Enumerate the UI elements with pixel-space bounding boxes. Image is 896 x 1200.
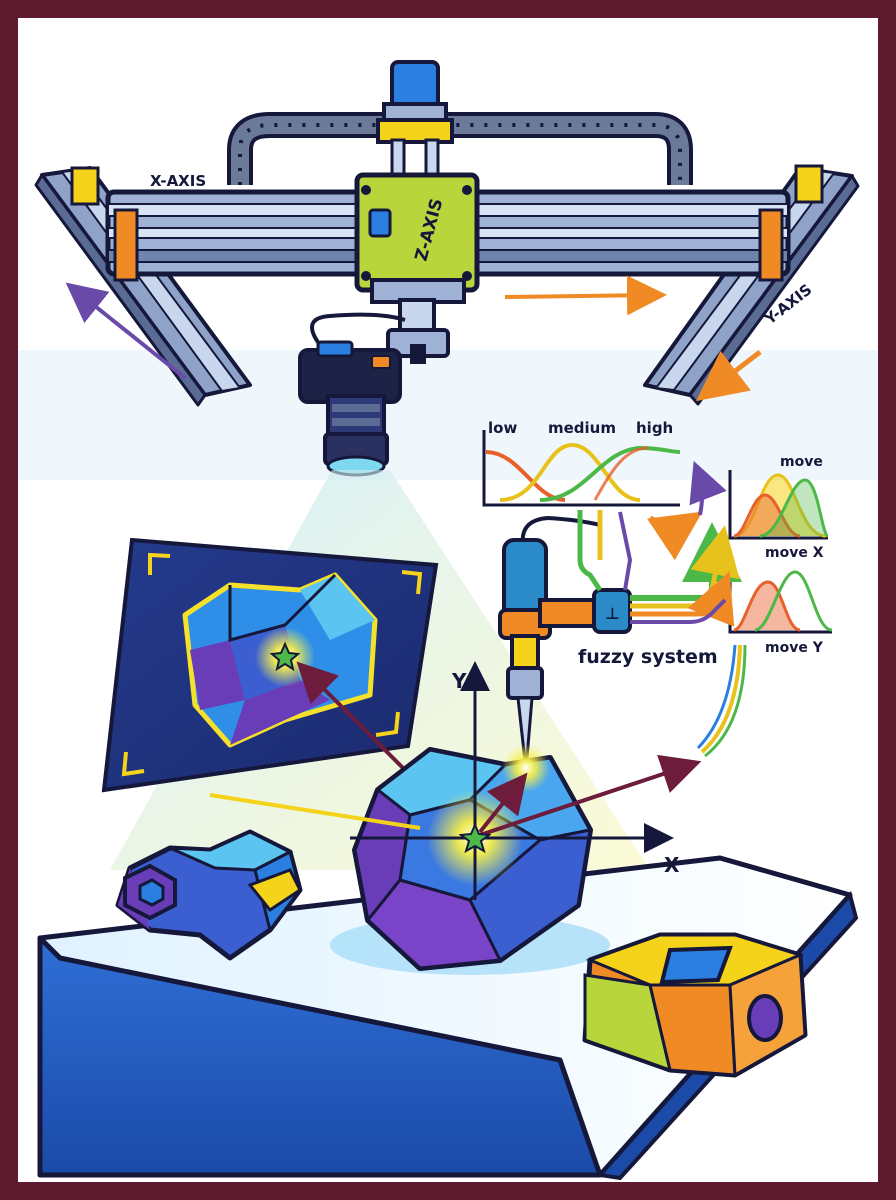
y-motion-arrow-left (65, 282, 187, 380)
set-medium-label: medium (548, 419, 616, 437)
hex-nut-object (115, 829, 303, 961)
nozzle-icon: ⊥ (498, 515, 632, 771)
left-y-rail (34, 166, 252, 407)
input-membership-chart: low medium high (482, 419, 681, 507)
set-high-label: high (636, 419, 673, 437)
y-motion-arrow-right (696, 350, 762, 402)
set-low-label: low (488, 419, 517, 437)
move-y-label: move Y (765, 640, 824, 656)
camera-icon (298, 340, 402, 477)
block-object (582, 932, 808, 1078)
captured-image-panel (101, 537, 439, 793)
membership-curve-high (539, 445, 681, 502)
coord-y-label: Y (451, 669, 467, 693)
fuzzy-signal-lines (577, 460, 747, 758)
svg-text:⊥: ⊥ (605, 604, 620, 623)
gantry (34, 60, 860, 477)
arrow-to-nozzle (478, 772, 528, 834)
move-label: move (780, 454, 823, 470)
fuzzy-system-label: fuzzy system (578, 646, 718, 668)
move-x-label: move X (765, 545, 824, 561)
star-icon (458, 822, 492, 854)
star-icon (269, 641, 301, 672)
z-carriage (354, 60, 480, 364)
coordinate-axes: Y X (209, 661, 702, 900)
arrow-to-fuzzy-output (479, 754, 702, 837)
coord-x-label: X (664, 853, 680, 877)
x-motion-arrow (504, 275, 667, 316)
membership-curve-medium (499, 442, 641, 502)
x-axis-label: X-AXIS (150, 172, 206, 190)
